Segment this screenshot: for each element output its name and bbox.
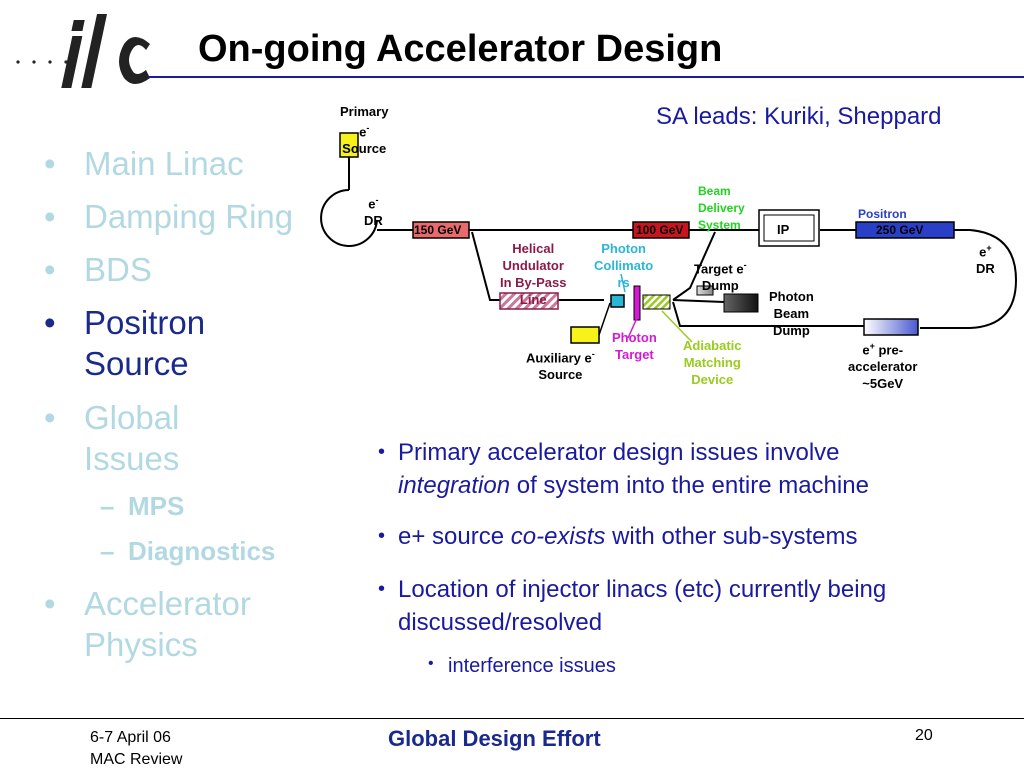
positron-return-line [672, 301, 864, 327]
bypass-line-out [672, 231, 716, 301]
label-auxiliary-source: Auxiliary e- Source [526, 349, 595, 383]
label-helical-undulator: Helical Undulator In By-Pass Line [500, 241, 567, 307]
bullet-dot: • [44, 399, 56, 436]
page-title: On-going Accelerator Design [198, 28, 723, 70]
photon-target-box [633, 285, 641, 321]
linac-150-box [412, 221, 470, 239]
positron-linac-box [855, 221, 955, 239]
footer-date: 6-7 April 06 MAC Review [90, 729, 183, 768]
adiabatic-device-box [642, 294, 671, 310]
label-adiabatic-device: Adiabatic Matching Device [683, 338, 742, 387]
label-primary-source: Primary e- Source [340, 104, 389, 157]
footer-rule [0, 718, 1024, 719]
primary-source-box [339, 132, 359, 158]
target-dump-box [696, 285, 714, 296]
photon-collimator-box [610, 294, 625, 308]
photon-target-pointer [627, 317, 638, 339]
positron-source-diagram [320, 132, 1018, 344]
label-photon-target: Photon Target [612, 330, 657, 362]
bullet-dot: • [44, 304, 56, 341]
preaccelerator-box [863, 318, 919, 336]
sa-leads-text: SA leads: Kuriki, Sheppard [656, 103, 942, 130]
title-rule [148, 76, 1024, 78]
e-minus-dr-ring [320, 189, 378, 247]
bullet-dot: • [44, 145, 56, 182]
label-energy-100: 100 GeV [636, 223, 684, 237]
label-energy-150: 150 GeV [414, 223, 462, 237]
label-target-dump: Target e- Dump [694, 260, 747, 294]
auxiliary-source-box [570, 326, 600, 344]
helical-undulator-box [499, 292, 559, 310]
label-photon-collimators: Photon Collimato rs [594, 241, 654, 290]
label-e-plus-dr: e+ DR [976, 243, 995, 277]
label-positron-linac: Positron Linac [858, 207, 907, 236]
collimator-pointer [620, 273, 626, 293]
adiabatic-pointer [661, 310, 693, 343]
page-number: 20 [915, 727, 933, 744]
ilc-logo [16, 14, 150, 88]
e-plus-dr-ring [920, 229, 1018, 329]
photon-beam-dump-box [723, 293, 759, 313]
label-energy-250: 250 GeV [876, 223, 924, 237]
photon-line [672, 299, 725, 303]
bullet-dot: • [44, 198, 56, 235]
label-beam-delivery: Beam Delivery System [698, 184, 745, 232]
ip-inner-box [763, 214, 815, 242]
label-e-minus-dr: e- DR [364, 195, 383, 229]
footer-title: Global Design Effort [388, 726, 601, 751]
label-preaccelerator: e+ pre- accelerator ~5GeV [848, 341, 918, 392]
bypass-line-in [471, 231, 604, 301]
linac-100-box [632, 221, 690, 239]
label-ip: IP [777, 222, 790, 237]
bullet-dot: • [44, 251, 56, 288]
auxiliary-line [598, 302, 611, 336]
bullet-dot: • [44, 585, 56, 622]
label-photon-beam-dump: Photon Beam Dump [769, 289, 814, 338]
